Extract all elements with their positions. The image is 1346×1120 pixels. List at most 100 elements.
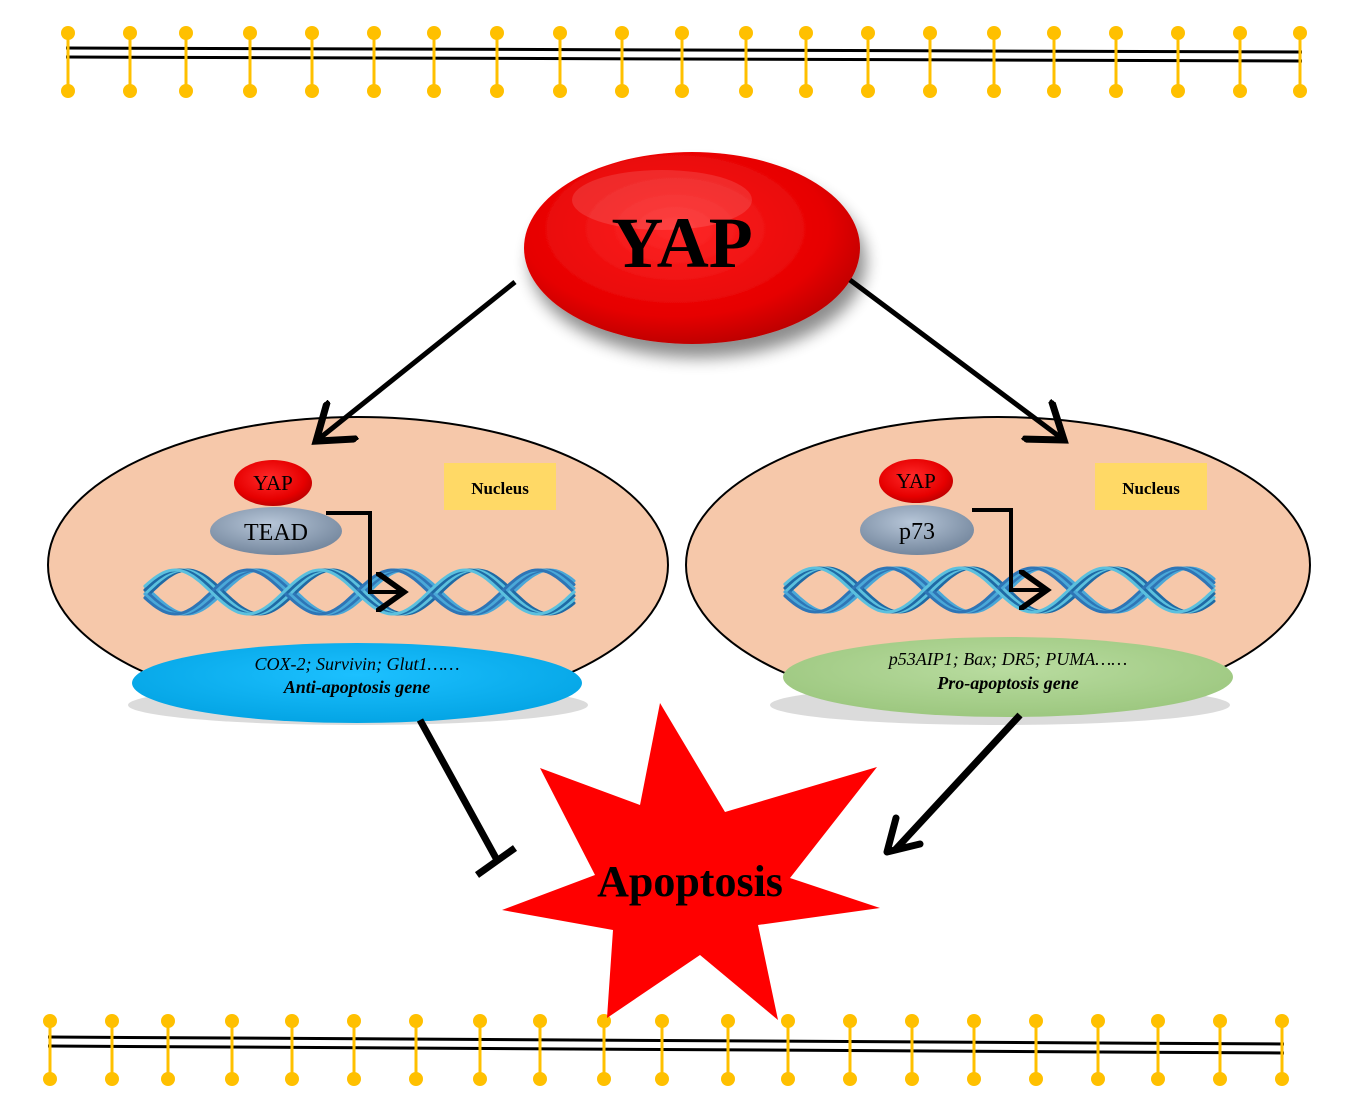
lipid-head xyxy=(739,26,753,40)
lipid-head xyxy=(987,84,1001,98)
lipid-head xyxy=(1151,1014,1165,1028)
lipid-head xyxy=(305,26,319,40)
lipid-head xyxy=(533,1072,547,1086)
apoptosis-label: Apoptosis xyxy=(597,857,783,906)
lipid-head xyxy=(43,1014,57,1028)
lipid-head xyxy=(225,1072,239,1086)
lipid-head xyxy=(61,84,75,98)
lipid-head xyxy=(781,1014,795,1028)
lipid-head xyxy=(553,26,567,40)
lipid-head xyxy=(123,84,137,98)
lipid-head xyxy=(473,1072,487,1086)
inhibition-bar xyxy=(474,845,518,878)
lipid-head xyxy=(1109,84,1123,98)
membrane-line xyxy=(65,46,1303,54)
lipid-head xyxy=(987,26,1001,40)
p73-label: p73 xyxy=(899,519,935,545)
lipid-head xyxy=(675,26,689,40)
lipid-head xyxy=(161,1014,175,1028)
gene-type-label: Pro-apoptosis gene xyxy=(936,673,1079,693)
activation-arrowhead xyxy=(883,814,924,856)
lipid-head xyxy=(923,26,937,40)
lipid-head xyxy=(1213,1014,1227,1028)
dna-strand xyxy=(143,568,576,616)
gene-type-label: Anti-apoptosis gene xyxy=(283,677,431,697)
transcription-arrow xyxy=(326,511,400,592)
transcription-arrow xyxy=(972,508,1043,590)
lipid-head xyxy=(1047,26,1061,40)
lipid-head xyxy=(721,1014,735,1028)
lipid-head xyxy=(861,84,875,98)
genes-text: COX-2; Survivin; Glut1…… xyxy=(255,654,460,674)
nucleus-label-box xyxy=(444,463,556,510)
lipid-head xyxy=(61,26,75,40)
lipid-head xyxy=(923,84,937,98)
lipid-head xyxy=(1233,26,1247,40)
lipid-head xyxy=(1029,1072,1043,1086)
yap-small-label: YAP xyxy=(896,469,936,493)
lipid-head xyxy=(1233,84,1247,98)
lipid-head xyxy=(615,84,629,98)
lipid-head xyxy=(1047,84,1061,98)
lipid-head xyxy=(285,1072,299,1086)
lipid-head xyxy=(225,1014,239,1028)
lipid-head xyxy=(739,84,753,98)
arrow-yap-to-right-nucleus xyxy=(848,277,1060,437)
lipid-head xyxy=(367,26,381,40)
lipid-head xyxy=(347,1072,361,1086)
lipid-head xyxy=(367,84,381,98)
lipid-head xyxy=(615,26,629,40)
tead-ellipse xyxy=(210,507,342,555)
anti-apoptosis-ellipse xyxy=(132,643,582,723)
lipid-head xyxy=(553,84,567,98)
lipid-head xyxy=(675,84,689,98)
lipid-head xyxy=(1213,1072,1227,1086)
lipid-head xyxy=(409,1014,423,1028)
lipid-head xyxy=(1091,1014,1105,1028)
lipid-head xyxy=(799,26,813,40)
pro-apoptosis-ellipse xyxy=(783,637,1233,717)
yap-small-label: YAP xyxy=(253,471,293,495)
lipid-head xyxy=(861,26,875,40)
lipid-head xyxy=(1293,26,1307,40)
membrane-line xyxy=(47,1044,1285,1055)
nucleus-label: Nucleus xyxy=(471,479,529,498)
yap-main: YAP xyxy=(524,152,860,344)
lipid-head xyxy=(905,1072,919,1086)
dna-strand xyxy=(143,568,576,616)
nucleus-label: Nucleus xyxy=(1122,479,1180,498)
lipid-head xyxy=(243,26,257,40)
membrane-top xyxy=(61,26,1307,98)
lipid-head xyxy=(1171,84,1185,98)
membrane-line xyxy=(47,1035,1285,1046)
yap-main-label: YAP xyxy=(611,203,752,283)
lipid-head xyxy=(843,1072,857,1086)
membrane-bottom xyxy=(43,1014,1289,1086)
lipid-head xyxy=(1293,84,1307,98)
lipid-head xyxy=(490,84,504,98)
lipid-head xyxy=(427,84,441,98)
lipid-head xyxy=(243,84,257,98)
dna-helix xyxy=(783,566,1216,614)
arrow-yap-to-left-nucleus xyxy=(320,280,517,438)
right-nucleus: Nucleus p73 YAP p53AIP1; Bax; DR5; PUMA…… xyxy=(685,416,1311,725)
yap-main-ellipse xyxy=(524,152,860,344)
lipid-head xyxy=(967,1014,981,1028)
lipid-head xyxy=(427,26,441,40)
lipid-head xyxy=(1275,1014,1289,1028)
yap-small-ellipse xyxy=(234,460,312,506)
lipid-head xyxy=(105,1014,119,1028)
membrane-line xyxy=(65,55,1303,63)
lipid-head xyxy=(305,84,319,98)
lipid-head xyxy=(655,1072,669,1086)
lipid-head xyxy=(1171,26,1185,40)
activation-line xyxy=(892,712,1023,853)
lipid-head xyxy=(843,1014,857,1028)
lipid-head xyxy=(473,1014,487,1028)
left-nucleus: Nucleus TEAD YAP COX-2; Survivin; Glut1…… xyxy=(47,416,669,725)
lipid-head xyxy=(123,26,137,40)
lipid-head xyxy=(285,1014,299,1028)
lipid-head xyxy=(781,1072,795,1086)
lipid-head xyxy=(533,1014,547,1028)
